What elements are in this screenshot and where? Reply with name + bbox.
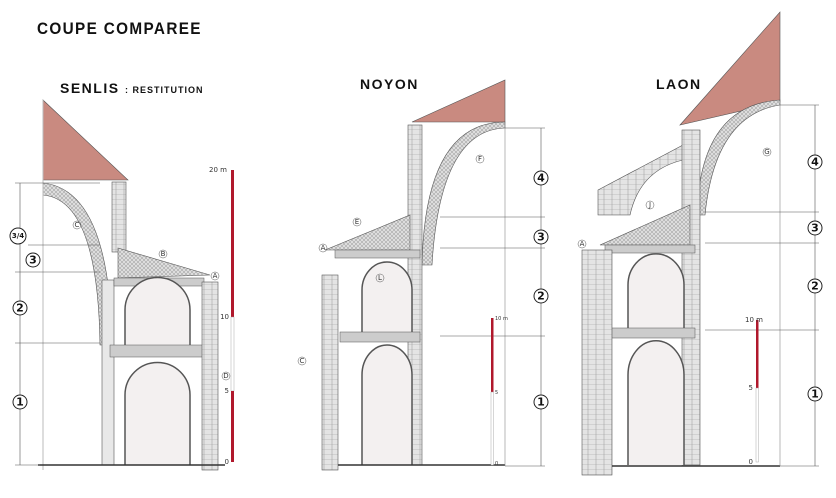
laon-section: 4 3 2 1 G J A 10 m 5 0 [577,11,823,476]
noyon-letter-labels: F E A L C [297,154,485,366]
scale-label: 5 [225,387,229,395]
section-title-laon: LAON [656,76,702,92]
letter-label: A [580,240,585,248]
letter-label: D [223,372,228,380]
noyon-aisle-arch [361,344,413,465]
senlis-pier [101,279,115,466]
level-marker: 2 [16,302,24,315]
senlis-letter-labels: C B A D [72,220,231,381]
letter-label: E [355,218,359,226]
senlis-scale-bar: 20 m 10 5 0 [209,166,235,466]
level-marker: 2 [537,290,545,303]
letter-label: C [300,357,305,365]
laon-roof [679,11,781,126]
letter-label: F [478,155,482,163]
level-marker: 1 [537,396,545,409]
laon-flying-buttress [597,144,684,216]
level-marker: 1 [811,388,819,401]
letter-label: B [161,250,166,258]
senlis-level-markers: 3/4 3 2 1 [9,227,41,410]
laon-letter-labels: G J A [577,147,772,249]
senlis-roof [42,99,129,181]
letter-label: A [321,244,326,252]
noyon-scale-bar: 10 m 5 0 [490,316,508,467]
laon-aisle-arch [627,340,685,465]
level-marker: 3 [29,254,37,267]
senlis-nave-vault [42,182,113,346]
scale-label: 0 [749,458,753,466]
scale-label: 0 [225,458,229,466]
laon-scale-bar: 10 m 5 0 [745,316,763,466]
scale-label: 5 [749,384,753,392]
senlis-buttress [201,281,219,471]
senlis-clerestory-wall [111,181,127,253]
laon-outer-buttress [581,249,613,476]
senlis-section: 3/4 3 2 1 C B A D 20 m 10 5 0 [9,99,235,471]
level-marker: 1 [16,396,24,409]
section-title-noyon: NOYON [360,76,419,92]
level-marker: 3/4 [12,232,24,240]
noyon-level-markers: 4 3 2 1 [533,170,549,410]
noyon-roof [411,79,506,123]
level-marker: 3 [811,222,819,235]
scale-label: 5 [495,390,498,396]
letter-label: G [764,148,769,156]
noyon-aisle-roof [324,214,411,251]
laon-level-markers: 4 3 2 1 [807,154,823,402]
section-title-senlis: SENLIS : RESTITUTION [60,80,203,96]
scale-label: 20 m [209,166,227,174]
senlis-gallery-arch [124,276,191,345]
level-marker: 2 [811,280,819,293]
page-title: COUPE COMPAREE [37,19,202,38]
scale-label: 10 [220,313,229,321]
level-marker: 3 [537,231,545,244]
letter-label: A [213,272,218,280]
level-marker: 4 [537,172,545,185]
noyon-nave-vault [421,121,506,266]
letter-label: J [648,201,651,209]
letter-label: L [378,274,382,282]
senlis-label: SENLIS [60,80,120,96]
noyon-gallery-arch [361,261,413,332]
scale-label: 10 m [745,316,763,324]
scale-label: 0 [495,461,498,467]
noyon-outer-wall [321,274,339,471]
letter-label: C [75,221,80,229]
senlis-aisle-arch [124,361,191,465]
scale-label: 10 m [495,316,508,322]
senlis-aisle-roof [117,247,211,279]
level-marker: 4 [811,156,819,169]
senlis-subtitle: : RESTITUTION [124,85,204,95]
noyon-section: 4 3 2 1 F E A L C 10 m 5 0 [297,79,549,471]
laon-gallery-arch [627,253,685,328]
